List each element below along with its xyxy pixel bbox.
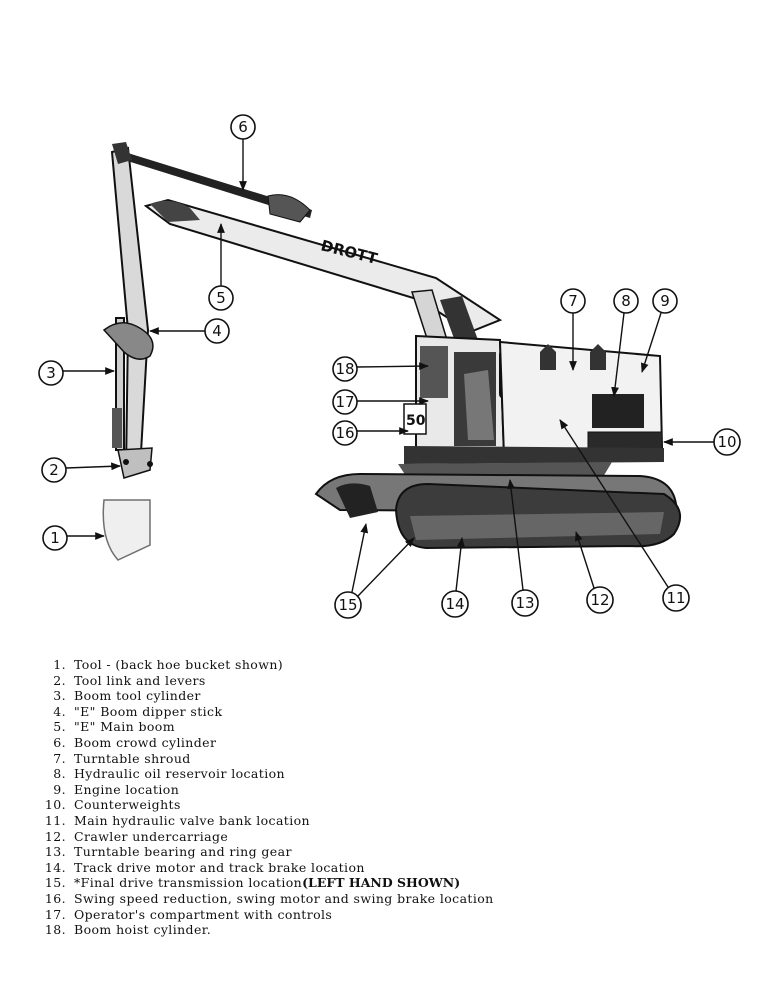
main-boom [143, 198, 503, 334]
callout-11: 11 [559, 419, 690, 612]
legend-item: 17.Operator's compartment with controls [44, 906, 333, 922]
legend-item: 12.Crawler undercarriage [44, 828, 229, 844]
svg-text:8: 8 [621, 292, 631, 310]
legend-item: 14.Track drive motor and track brake loc… [44, 859, 365, 875]
callout-4: 4 [149, 318, 230, 344]
legend-item: 13.Turntable bearing and ring gear [44, 844, 292, 860]
svg-text:4: 4 [212, 322, 222, 340]
legend-item: 3.Boom tool cylinder [53, 688, 201, 704]
svg-text:10: 10 [717, 433, 736, 451]
legend-item: 7.Turntable shroud [53, 750, 191, 766]
cab-number: 50 [406, 413, 426, 429]
svg-text:3: 3 [46, 364, 56, 382]
callout-15: 15 [334, 523, 415, 619]
parts-legend: 1.Tool - (back hoe bucket shown) 2.Tool … [30, 657, 750, 938]
legend-item: 10.Counterweights [44, 797, 181, 813]
svg-text:17: 17 [335, 393, 354, 411]
callout-8: 8 [611, 288, 639, 397]
callout-17: 17 [332, 389, 429, 415]
legend-item: 4."E" Boom dipper stick [53, 703, 223, 719]
machine-diagram: DROTT 50 6 5 [38, 114, 741, 619]
legend-item: 15.*Final drive transmission location(LE… [44, 875, 461, 891]
svg-text:9: 9 [660, 292, 670, 310]
backhoe-bucket [102, 499, 151, 561]
callout-2: 2 [41, 457, 121, 483]
callout-3: 3 [38, 360, 115, 386]
reservoir-panel [592, 394, 644, 428]
legend-item: 1.Tool - (back hoe bucket shown) [53, 657, 284, 672]
svg-text:1: 1 [50, 529, 60, 547]
legend-item: 11.Main hydraulic valve bank location [44, 812, 311, 828]
callout-1: 1 [42, 525, 105, 551]
callout-18: 18 [332, 356, 429, 382]
callout-12: 12 [574, 531, 614, 614]
svg-text:18: 18 [335, 360, 354, 378]
svg-text:7: 7 [568, 292, 578, 310]
svg-text:13: 13 [515, 594, 534, 612]
svg-text:2: 2 [49, 461, 59, 479]
tool-link [117, 447, 153, 479]
excavator-illustration: DROTT 50 [102, 142, 682, 561]
callout-7: 7 [560, 288, 586, 371]
legend-item: 5."E" Main boom [53, 719, 175, 735]
callout-6: 6 [230, 114, 256, 191]
svg-text:11: 11 [666, 589, 685, 607]
legend-item: 9.Engine location [53, 781, 180, 797]
legend-item: 2.Tool link and levers [53, 672, 206, 688]
svg-text:6: 6 [238, 118, 248, 136]
callout-16: 16 [332, 420, 409, 446]
callout-10: 10 [663, 428, 741, 456]
legend-item: 18.Boom hoist cylinder. [44, 922, 212, 938]
callout-13: 13 [507, 479, 539, 617]
svg-text:16: 16 [335, 424, 354, 442]
legend-item: 6.Boom crowd cylinder [53, 734, 217, 750]
callout-14: 14 [441, 537, 469, 618]
callout-9: 9 [640, 288, 678, 373]
boom-crowd-cylinder [118, 150, 312, 218]
svg-text:12: 12 [590, 591, 609, 609]
svg-text:15: 15 [338, 596, 357, 614]
callout-5: 5 [208, 223, 234, 311]
svg-text:14: 14 [445, 595, 464, 613]
svg-text:5: 5 [216, 289, 226, 307]
legend-item: 16.Swing speed reduction, swing motor an… [44, 890, 494, 906]
legend-item: 8.Hydraulic oil reservoir location [53, 766, 285, 782]
